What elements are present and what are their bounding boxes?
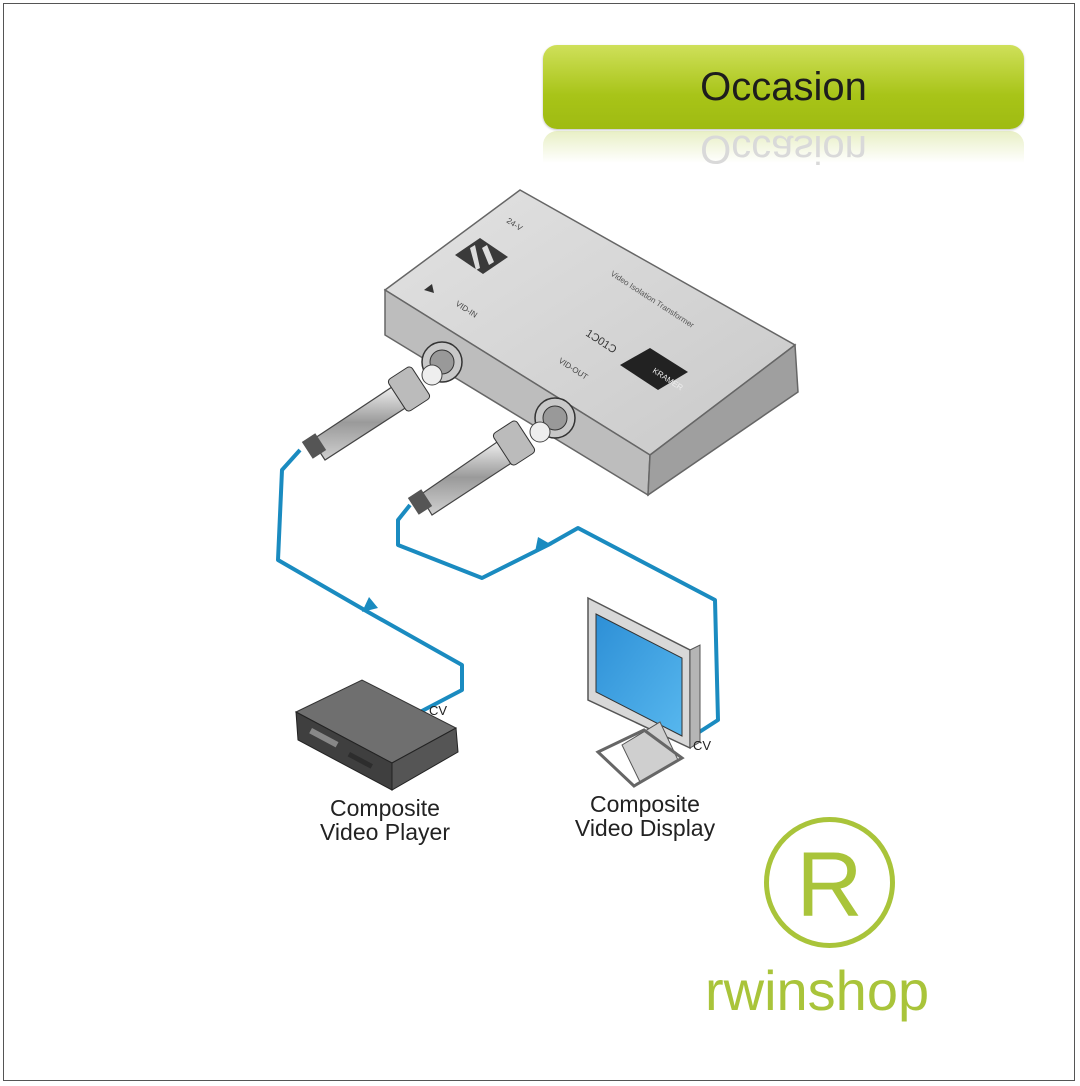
monitor-icon <box>587 596 701 788</box>
cv-label-player: CV <box>429 703 448 718</box>
registered-mark-icon: R <box>764 817 895 948</box>
watermark-text: rwinshop <box>705 959 930 1022</box>
display-label: Composite Video Display <box>560 792 730 840</box>
video-player-icon <box>294 679 459 791</box>
player-label-line1: Composite <box>330 795 440 821</box>
player-label: Composite Video Player <box>300 796 470 844</box>
bnc-connector-in <box>301 341 463 461</box>
registered-symbol: R <box>796 833 863 936</box>
arrow-out-icon <box>535 537 552 552</box>
cv-label-display: CV <box>693 738 712 753</box>
cable-in <box>276 448 464 714</box>
badge-reflection: Occasion <box>543 131 1024 171</box>
isolation-transformer <box>383 189 799 497</box>
display-label-line1: Composite <box>590 791 700 817</box>
display-label-line2: Video Display <box>574 815 716 841</box>
player-label-line2: Video Player <box>320 819 450 845</box>
bnc-connector-out <box>407 397 576 516</box>
occasion-badge: Occasion <box>543 45 1024 129</box>
arrow-in-icon <box>362 597 378 612</box>
badge-text: Occasion <box>700 64 867 109</box>
